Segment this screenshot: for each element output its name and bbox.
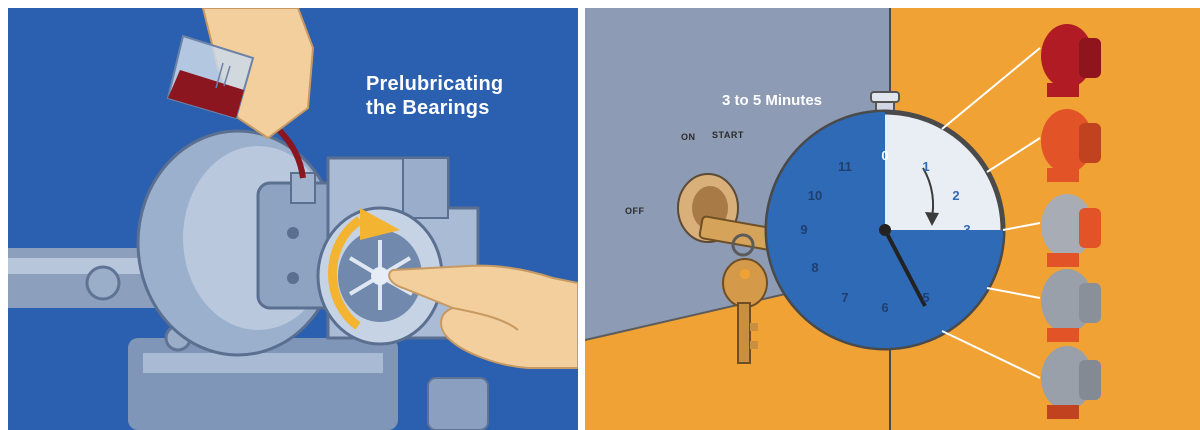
timer-illustration (585, 8, 1200, 430)
lower-fitting (428, 378, 488, 430)
switch-label-off: OFF (625, 206, 645, 216)
dial-number: 6 (875, 300, 895, 315)
turbo-icon-cold (1041, 346, 1101, 419)
title-line-2: the Bearings (366, 96, 503, 120)
base-bolt (87, 267, 119, 299)
base-block-highlight (143, 353, 383, 373)
dial-number: 0 (875, 148, 895, 163)
housing-bolt (287, 272, 299, 284)
compressor-outlet (403, 158, 448, 218)
dial-number: 8 (805, 260, 825, 275)
dial-number: 1 (916, 159, 936, 174)
switch-label-start: START (712, 130, 744, 140)
dial-number: 4 (946, 260, 966, 275)
dial-number: 7 (835, 290, 855, 305)
timer-label: 3 to 5 Minutes (722, 92, 822, 109)
dial-number: 2 (946, 188, 966, 203)
dial-number: 11 (835, 159, 855, 174)
turbo-icon-cool (1041, 269, 1101, 342)
housing-bolt (287, 227, 299, 239)
timer-panel: 3 to 5 Minutes ON START OFF 0 1 2 3 4 5 … (585, 8, 1200, 430)
prelubricating-panel: Prelubricating the Bearings (8, 8, 578, 430)
dial-number: 10 (805, 188, 825, 203)
turbo-icon-cooling (1041, 194, 1101, 267)
turbo-icon-hot (1041, 24, 1101, 97)
dial-number: 9 (794, 222, 814, 237)
title-line-1: Prelubricating (366, 72, 503, 96)
dial-number: 5 (916, 290, 936, 305)
panel-title: Prelubricating the Bearings (366, 72, 503, 120)
switch-label-on: ON (681, 132, 696, 142)
turbo-icon-warm (1041, 109, 1101, 182)
dial-number: 3 (957, 222, 977, 237)
wheel-nut (371, 267, 389, 285)
